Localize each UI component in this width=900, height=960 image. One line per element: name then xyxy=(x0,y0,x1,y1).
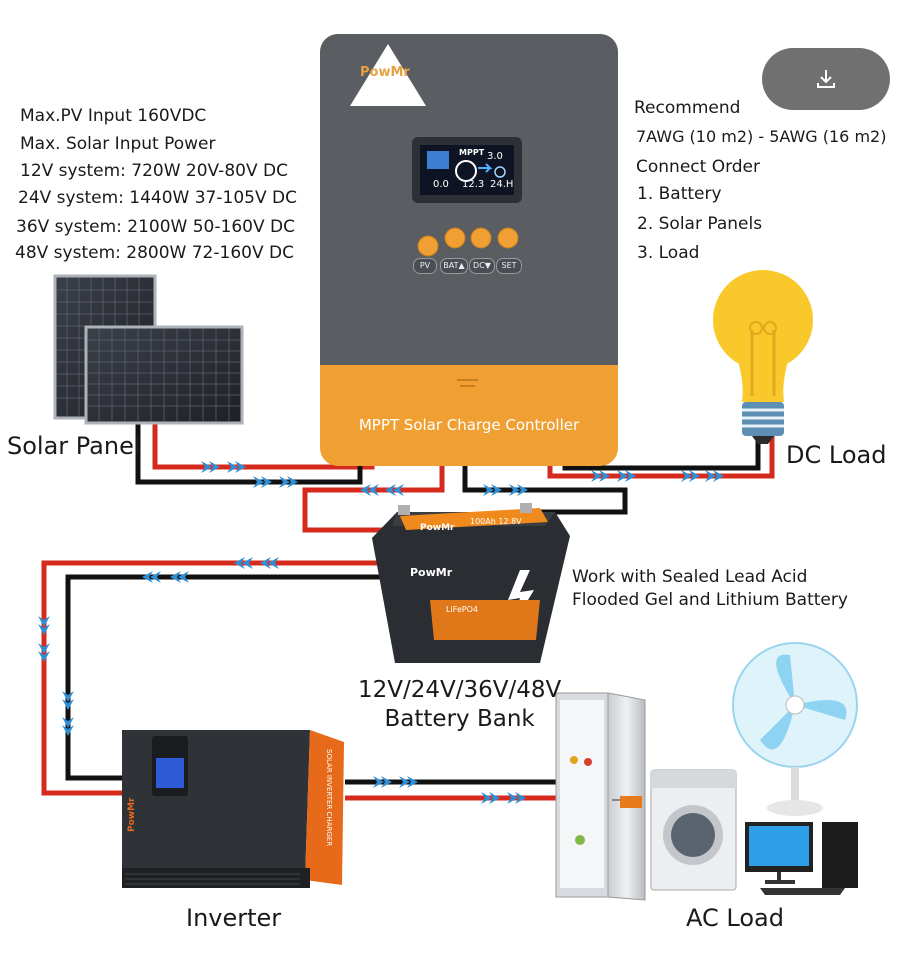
recommend-heading: Recommend xyxy=(634,98,741,118)
fan xyxy=(732,642,858,816)
order-step: 2. Solar Panels xyxy=(637,214,763,234)
washing-machine xyxy=(650,769,737,891)
controller-name: MPPT Solar Charge Controller xyxy=(358,416,580,434)
refrigerator xyxy=(555,692,646,901)
battery-bank-label: 12V/24V/36V/48V Battery Bank xyxy=(358,676,561,734)
key-dc: DC▼ xyxy=(469,258,495,274)
battery-chemistry: LiFePO4 xyxy=(446,605,478,614)
spec-line: 12V system: 720W 20V-80V DC xyxy=(20,161,288,181)
battery-compat-line: Work with Sealed Lead Acid xyxy=(572,567,808,587)
spec-line: 48V system: 2800W 72-160V DC xyxy=(15,243,294,263)
connect-order-heading: Connect Order xyxy=(636,157,761,177)
screen-value: 12.3 xyxy=(462,179,485,190)
charge-controller xyxy=(320,34,618,466)
inverter-label: Inverter xyxy=(186,904,282,932)
solar-panel-label: Solar Panel xyxy=(7,432,141,460)
battery-voltage-label: 12V/24V/36V/48V xyxy=(358,677,562,703)
screen-value: 3.0 xyxy=(487,151,503,162)
download-button[interactable] xyxy=(762,48,890,110)
download-icon xyxy=(817,70,835,88)
battery xyxy=(372,503,570,663)
spec-line: 24V system: 1440W 37-105V DC xyxy=(18,188,297,208)
order-step: 1. Battery xyxy=(637,184,722,204)
key-pv: PV xyxy=(413,258,437,274)
key-bat: BAT▲ xyxy=(440,258,468,274)
computer xyxy=(745,822,858,895)
inverter-brand: PowMr xyxy=(127,797,137,833)
battery-bank-title: Battery Bank xyxy=(384,706,535,732)
inverter-device xyxy=(122,730,344,888)
spec-line: Max. Solar Input Power xyxy=(20,134,216,154)
battery-brand-front: PowMr xyxy=(410,566,453,579)
screen-value: 0.0 xyxy=(433,179,449,190)
light-bulb xyxy=(713,270,813,444)
screen-mode: MPPT xyxy=(459,148,485,157)
inverter-side-text: SOLAR INVERTER CHARGER xyxy=(325,749,333,847)
battery-brand-top: PowMr xyxy=(420,523,455,533)
spec-line: 36V system: 2100W 50-160V DC xyxy=(16,217,295,237)
solar-panel-front xyxy=(84,325,244,425)
screen-value: 24.H xyxy=(490,179,514,190)
battery-spec: 100Ah 12.8V xyxy=(470,517,522,526)
order-step: 3. Load xyxy=(637,243,700,263)
wire-gauge: 7AWG (10 m2) - 5AWG (16 m2) xyxy=(636,127,887,146)
battery-compat-line: Flooded Gel and Lithium Battery xyxy=(572,590,848,610)
dc-load-label: DC Load xyxy=(786,441,887,469)
ac-load-label: AC Load xyxy=(686,904,784,932)
spec-line: Max.PV Input 160VDC xyxy=(20,106,207,126)
key-set: SET xyxy=(496,258,522,274)
controller-brand-logo: PowMr xyxy=(360,65,410,80)
